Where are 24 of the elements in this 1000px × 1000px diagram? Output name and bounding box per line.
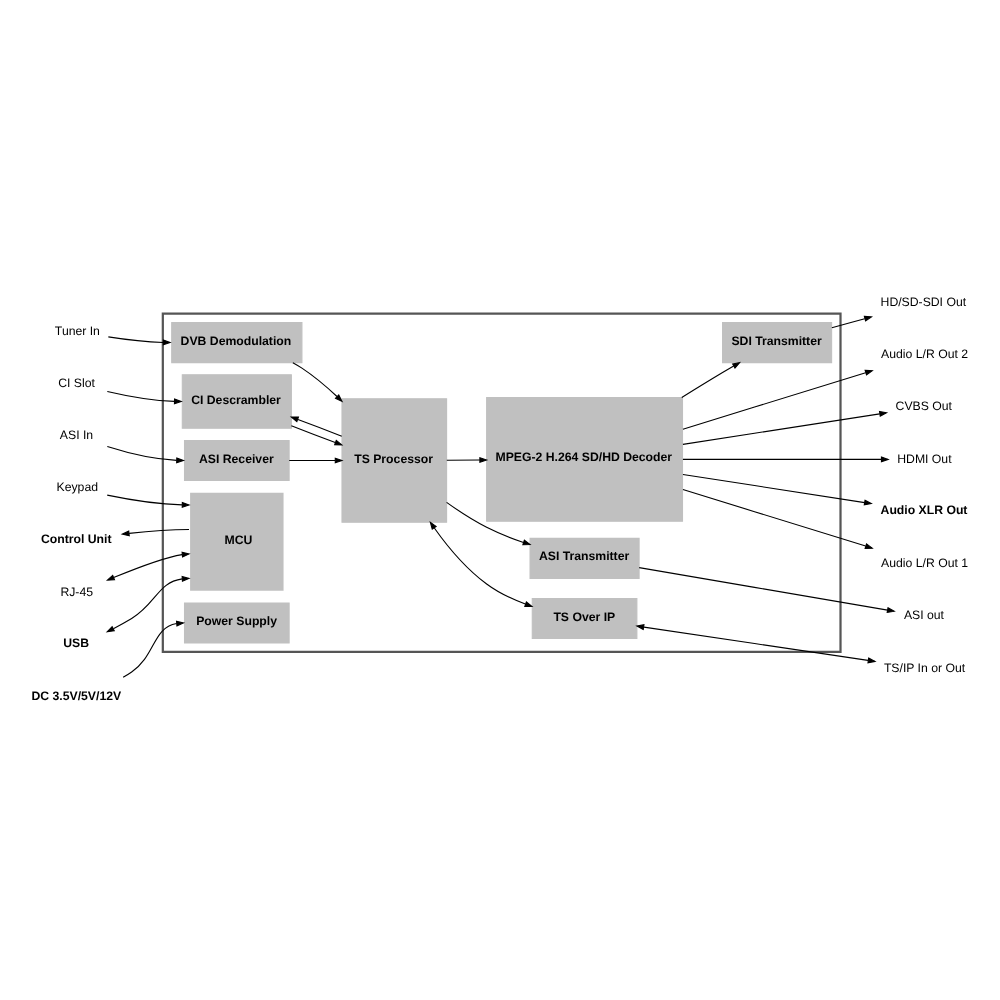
arrow <box>107 336 172 346</box>
arrow <box>682 410 889 445</box>
arrow <box>831 315 874 329</box>
arrow <box>635 624 877 664</box>
arrow <box>106 390 183 405</box>
arrow <box>105 575 191 633</box>
arrow <box>105 551 191 581</box>
arrow <box>446 456 489 464</box>
arrow <box>682 456 890 463</box>
arrow <box>122 620 186 678</box>
arrow <box>446 501 532 546</box>
arrow <box>682 369 874 430</box>
arrow <box>288 457 344 464</box>
arrow <box>681 361 742 399</box>
arrow <box>120 528 190 537</box>
arrow <box>290 425 344 446</box>
arrow <box>289 416 343 437</box>
arrow <box>292 362 344 403</box>
arrow <box>638 567 896 614</box>
arrow <box>682 473 873 506</box>
arrow <box>106 494 191 508</box>
arrow <box>682 488 874 549</box>
arrow <box>106 446 186 464</box>
arrow <box>429 520 534 607</box>
